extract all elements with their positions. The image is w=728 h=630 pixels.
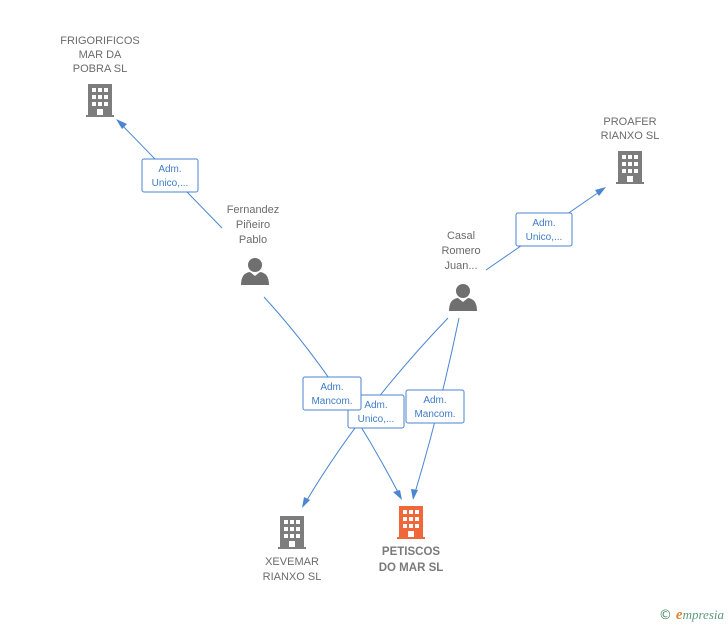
brand-e: e	[675, 607, 683, 623]
brand-logo: © empresia	[659, 607, 724, 624]
node-label-line: Piñeiro	[236, 219, 270, 231]
node-label-line: POBRA SL	[73, 63, 127, 75]
node-frigorificos[interactable]: FRIGORIFICOS MAR DA POBRA SL	[60, 35, 140, 117]
node-label-line: RIANXO SL	[263, 571, 322, 583]
edge-label-line: Adm.	[423, 395, 446, 406]
building-icon	[278, 516, 306, 549]
node-label-line: XEVEMAR	[265, 556, 319, 568]
building-icon	[397, 506, 425, 539]
edge-label-line: Mancom.	[414, 409, 455, 420]
edge-label-fernandez-frigorificos[interactable]: Adm. Unico,...	[141, 158, 199, 193]
edge-label-line: Mancom.	[311, 396, 352, 407]
edge-label-line: Unico,...	[526, 232, 563, 243]
node-label-line: Pablo	[239, 234, 267, 246]
person-icon	[241, 258, 269, 285]
edge-label-casal-petiscos[interactable]: Adm. Mancom.	[405, 389, 465, 424]
copyright-icon: ©	[658, 608, 672, 623]
edge-label-line: Unico,...	[358, 414, 395, 425]
node-petiscos[interactable]: PETISCOS DO MAR SL	[379, 506, 444, 574]
node-label-line: Fernandez	[227, 204, 280, 216]
node-label-line: FRIGORIFICOS	[60, 35, 139, 47]
person-icon	[449, 284, 477, 311]
brand-name: mpresia	[682, 607, 724, 622]
edge-label-line: Adm.	[158, 164, 181, 175]
edge-label-fernandez-petiscos[interactable]: Adm. Mancom.	[302, 376, 362, 411]
node-label-line: Casal	[447, 230, 475, 242]
building-icon	[86, 84, 114, 117]
node-label-line: MAR DA	[79, 49, 122, 61]
edge-label-casal-proafer[interactable]: Adm. Unico,...	[515, 212, 573, 247]
edge-label-line: Adm.	[320, 382, 343, 393]
node-label-line: PROAFER	[603, 116, 656, 128]
building-icon	[616, 151, 644, 184]
node-xevemar[interactable]: XEVEMAR RIANXO SL	[263, 516, 322, 583]
edge-label-line: Unico,...	[152, 178, 189, 189]
node-fernandez[interactable]: Fernandez Piñeiro Pablo	[227, 204, 280, 285]
edge-label-casal-xevemar[interactable]: Adm. Unico,...	[347, 394, 405, 429]
node-label-line: DO MAR SL	[379, 562, 444, 574]
edge-label-line: Adm.	[364, 400, 387, 411]
node-label-line: RIANXO SL	[601, 130, 660, 142]
node-label-line: PETISCOS	[382, 546, 440, 558]
node-label-line: Romero	[441, 245, 480, 257]
node-proafer[interactable]: PROAFER RIANXO SL	[601, 116, 660, 184]
edge-label-line: Adm.	[532, 218, 555, 229]
node-casal[interactable]: Casal Romero Juan...	[441, 230, 481, 311]
node-label-line: Juan...	[444, 260, 477, 272]
